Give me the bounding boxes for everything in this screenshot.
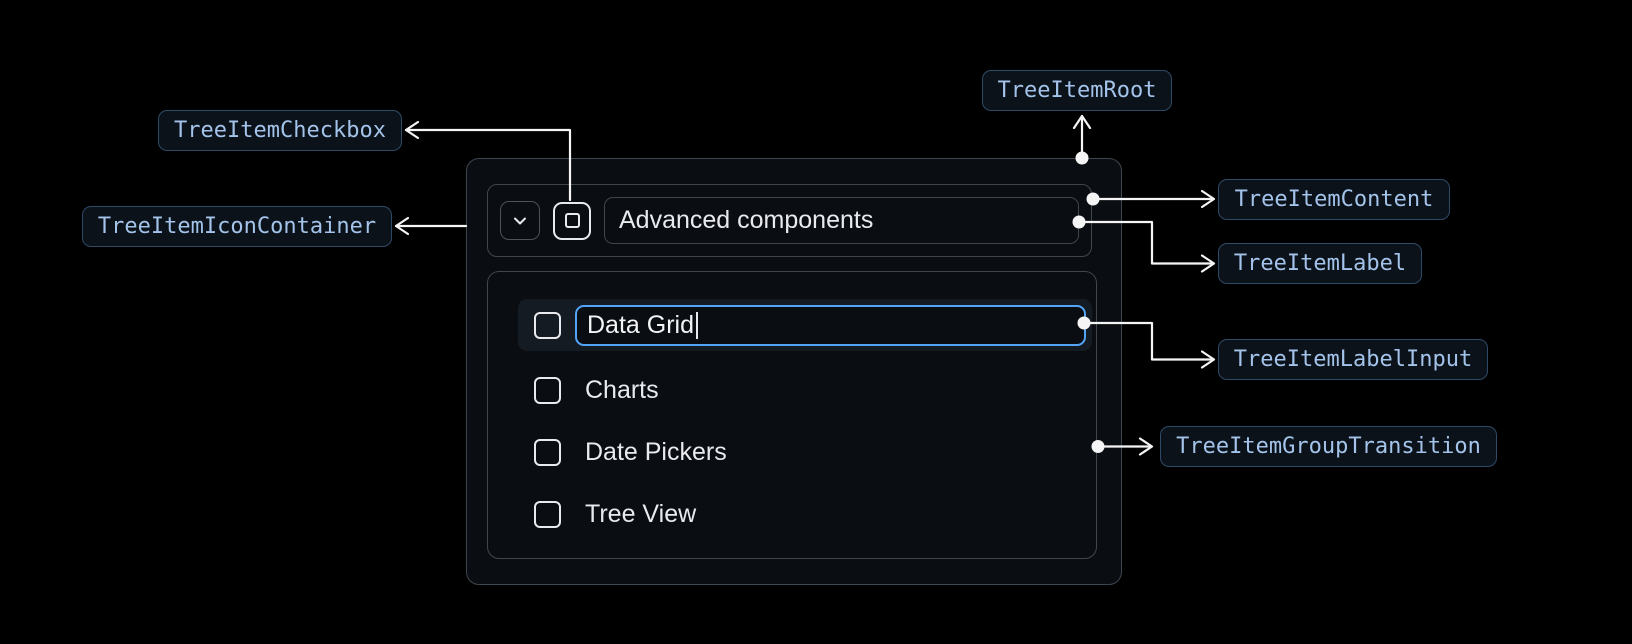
annotation-label: TreeItemContent	[1234, 187, 1434, 212]
tree-item-checkbox[interactable]	[534, 500, 561, 528]
annotation-tree-item-root: TreeItemRoot	[982, 70, 1172, 111]
annotation-tree-item-checkbox: TreeItemCheckbox	[158, 110, 402, 151]
annotation-tree-item-label-input: TreeItemLabelInput	[1218, 339, 1488, 380]
annotation-label: TreeItemLabelInput	[1233, 347, 1473, 372]
tree-item-content[interactable]: Advanced components	[487, 184, 1092, 257]
tree-item-label-text: Charts	[585, 375, 659, 404]
checkbox-indeterminate-icon	[564, 213, 580, 228]
tree-item-icon-container[interactable]	[500, 201, 540, 240]
annotation-tree-item-icon-container: TreeItemIconContainer	[82, 206, 392, 247]
tree-item-label[interactable]: Advanced components	[604, 197, 1079, 244]
annotation-label: TreeItemGroupTransition	[1176, 434, 1481, 459]
chevron-down-icon	[514, 217, 526, 224]
annotation-label: TreeItemLabel	[1233, 251, 1407, 276]
connector-icon-container	[394, 216, 468, 236]
tree-item-row-editing[interactable]: Data Grid	[518, 299, 1092, 351]
annotation-label: TreeItemCheckbox	[174, 118, 386, 143]
tree-item-checkbox[interactable]	[553, 201, 591, 240]
tree-item-row[interactable]: Date Pickers	[518, 426, 1092, 478]
tree-item-group-transition: Data Grid Charts Date Pickers Tree View	[487, 271, 1097, 559]
tree-item-label-text: Tree View	[585, 499, 697, 528]
tree-item-row[interactable]: Charts	[518, 364, 1092, 416]
annotation-tree-item-group-transition: TreeItemGroupTransition	[1160, 426, 1497, 467]
tree-item-label-text: Date Pickers	[585, 437, 727, 466]
tree-item-row[interactable]: Tree View	[518, 488, 1092, 540]
label-input-value: Data Grid	[587, 310, 694, 339]
annotation-label: TreeItemRoot	[997, 78, 1157, 103]
annotation-tree-item-content: TreeItemContent	[1218, 179, 1450, 220]
annotation-label: TreeItemIconContainer	[97, 214, 377, 239]
tree-item-checkbox[interactable]	[534, 376, 561, 404]
annotation-tree-item-label: TreeItemLabel	[1218, 243, 1422, 284]
tree-item-label-input[interactable]: Data Grid	[575, 304, 1086, 346]
tree-item-label-text: Advanced components	[619, 206, 874, 234]
text-caret	[695, 311, 699, 339]
tree-item-checkbox[interactable]	[534, 438, 561, 466]
tree-item-checkbox[interactable]	[534, 311, 561, 339]
tree-item-root: Advanced components Data Grid Charts Dat…	[466, 158, 1122, 585]
